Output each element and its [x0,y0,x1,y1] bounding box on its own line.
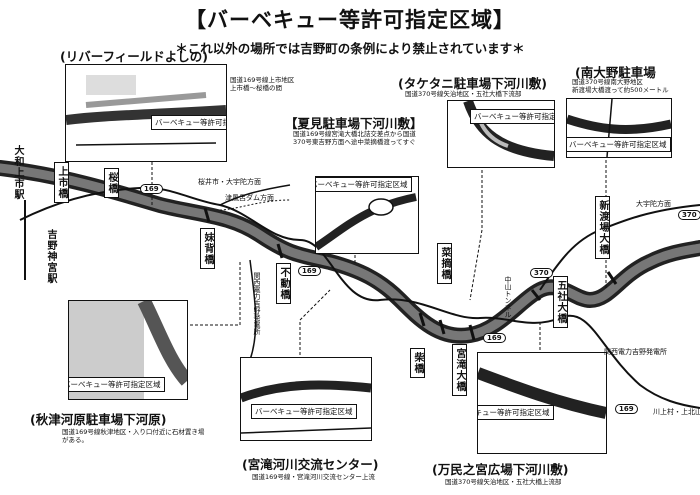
bridge-sakura: 桜橋 [104,168,119,198]
inset-title-takatani: (タケタニ駐車場下河川敷) [398,76,547,91]
route-370-a: 370 [530,268,553,278]
inset-note-akitsu: 国道169号線秋津地区・入り口付近に石材置き場 がある。 [62,428,205,444]
bridge-imose: 妹背橋 [200,228,215,269]
inset-miyataki: バーベキュー等許可指定区域 [240,357,372,441]
inset-note-manmin: 国道370号線矢治地区・五社大橋上流部 [445,478,562,486]
label-oouda: 大宇陀方面 [636,200,671,208]
bridge-kamiichi: 上市橋 [54,162,69,203]
route-169-d: 169 [615,404,638,414]
page-subtitle: ＊これ以外の場所では吉野町の条例により禁止されています＊ [175,41,525,56]
inset-riverfield: バーベキュー等許可指定区域 [65,64,227,162]
inset-note-natsumi: 国道169号線宮滝大橋北詰交差点から国道 370号東吉野方面へ途中菜摘橋渡ってす… [293,130,416,146]
inset-note-minamiono: 国道370号線南大野地区 新渡場大橋渡って約500メートル [572,78,669,94]
inset-minamiono: バーベキュー等許可指定区域 [566,98,672,158]
station-yoshino-jingu: 吉野神宮駅 [45,229,56,284]
bridge-shiba: 柴橋 [410,348,425,378]
zone-label: バーベキュー等許可指定区域 [316,177,412,192]
label-tsukaze: 津風呂ダム方面 [225,194,274,202]
station-yamato-kamiichi: 大和上市駅 [12,145,23,200]
inset-takatani: バーベキュー等許可指定区域 [447,100,555,168]
inset-natsumi-map [316,193,417,251]
inset-akitsu: バーベキュー等許可指定区域 [68,300,188,400]
label-nakayama-tunnel: 中山トンネル [504,276,512,318]
inset-title-natsumi: 【夏見駐車場下河川敷】 [285,116,423,131]
inset-manmin: バーベキュー等許可指定区域 [477,352,607,454]
bridge-fudo: 不動橋 [276,263,291,304]
inset-title-manmin: (万民之宮広場下河川敷) [432,462,569,477]
inset-note-miyataki: 国道169号線・宮滝河川交流センター上流 [252,473,375,481]
route-370-b: 370 [678,210,700,220]
inset-note-riverfield: 国道169号線上市地区 上市橋～桜橋の間 [230,76,295,92]
zone-label: バーベキュー等許可指定区域 [151,115,226,130]
inset-note-takatani: 国道370号線矢治地区・五社大橋下流部 [405,90,522,98]
inset-natsumi: バーベキュー等許可指定区域 [315,176,419,254]
zone-label: バーベキュー等許可指定区域 [567,137,671,152]
zone-label: バーベキュー等許可指定区域 [251,404,357,419]
label-kansai-hydro: 関西電力吉野発電所 [253,272,261,335]
zone-label: バーベキュー等許可指定区域 [470,109,554,124]
page-title: 【バーベキュー等許可指定区域】 [185,8,515,32]
zone-label: バーベキュー等許可指定区域 [478,405,554,420]
inset-title-riverfield: (リバーフィールドよしの) [60,49,208,64]
label-kansai-hydro-2: 関西電力吉野発電所 [604,348,667,356]
inset-title-minamiono: (南大野駐車場 [575,65,656,80]
inset-miyataki-map [241,380,371,434]
label-kawakami: 川上村・上北山方面 [653,408,700,416]
zone-label: バーベキュー等許可指定区域 [69,377,165,392]
route-169-b: 169 [298,266,321,276]
inset-riverfield-map [66,75,226,146]
route-169-c: 169 [483,333,506,343]
bridge-shindoba: 新渡場大橋 [595,196,610,259]
label-sakurai: 桜井市・大宇陀方面 [198,178,261,186]
bridge-natsumi: 菜摘橋 [437,243,452,284]
bridge-miyataki: 宮滝大橋 [452,344,467,396]
bridge-gosha: 五社大橋 [553,276,568,328]
route-169-a: 169 [140,184,163,194]
inset-manmin-map [478,367,606,419]
inset-title-miyataki: (宮滝河川交流センター) [242,457,379,472]
inset-title-akitsu: (秋津河原駐車場下河原) [30,412,167,427]
